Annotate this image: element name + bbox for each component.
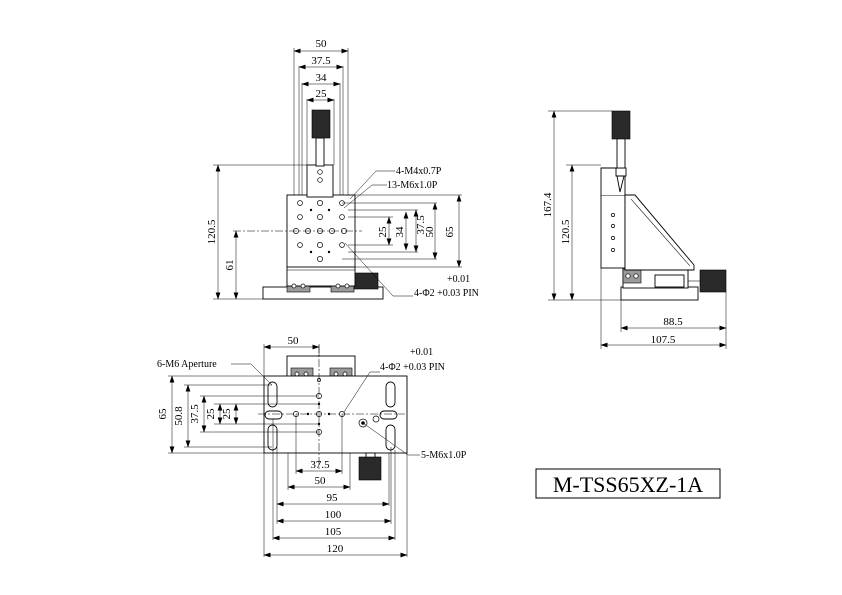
side-micrometer-knob	[611, 110, 631, 140]
front-dim-top-4: 25	[316, 88, 328, 100]
side-dim-left-2: 120.5	[560, 219, 572, 244]
slot-3	[385, 381, 396, 408]
top-dim-bottom-105: 105	[325, 526, 342, 538]
top-dim-bottom-95: 95	[327, 492, 339, 504]
top-dim-left-37-5: 37.5	[189, 404, 201, 424]
front-callout-m6: 13-M6x1.0P	[387, 180, 438, 191]
top-pin-tol: +0.01	[410, 347, 433, 358]
front-dim-left-2: 61	[224, 260, 236, 271]
side-view: 167.4 120.5 88.5 107.5	[542, 110, 727, 349]
top-thread-label: 5-M6x1.0P	[421, 450, 467, 461]
top-knob	[358, 456, 382, 481]
model-label-text: M-TSS65XZ-1A	[553, 472, 703, 497]
front-view: 50 37.5 34 25 120.5 61 25 34 37.5 50 65	[206, 38, 479, 300]
front-dim-right-1: 25	[377, 226, 389, 238]
front-dim-right-3: 37.5	[415, 215, 427, 235]
side-base-plate	[620, 286, 699, 301]
top-dim-bottom-120: 120	[327, 543, 344, 555]
side-dim-bottom-1: 88.5	[663, 316, 683, 328]
front-lower-stage	[286, 265, 356, 287]
front-pin-tol: +0.01	[447, 274, 470, 285]
top-pin-label: 4-Φ2 +0.03 PIN	[380, 362, 445, 373]
slot-2	[267, 424, 278, 451]
top-view: 50 6-M6 Aperture +0.01 4-Φ2 +0.03 PIN 5-…	[157, 335, 467, 558]
slot-1	[267, 381, 278, 408]
front-dim-right-2: 34	[394, 226, 406, 238]
top-dim-left-25a: 25	[205, 408, 217, 420]
slot-4	[385, 424, 396, 451]
top-dim-left-65: 65	[157, 408, 169, 420]
side-dim-bottom-2: 107.5	[651, 334, 676, 346]
aperture-label: 6-M6 Aperture	[157, 359, 217, 370]
front-micrometer-knob	[311, 109, 331, 139]
model-label-box	[535, 468, 721, 499]
model-label: M-TSS65XZ-1A	[535, 468, 721, 499]
front-dim-top-3: 34	[316, 72, 328, 84]
front-dim-left-1: 120.5	[206, 219, 218, 244]
side-vertical-plate	[600, 194, 626, 269]
front-dim-right-4: 50	[424, 226, 436, 238]
front-dim-top-1: 50	[316, 38, 328, 50]
front-dim-right-5: 65	[444, 226, 456, 238]
front-callout-m4: 4-M4x0.7P	[396, 166, 442, 177]
side-knob	[699, 269, 727, 293]
front-dim-top-2: 37.5	[311, 55, 331, 67]
top-dim-50: 50	[288, 335, 300, 347]
front-pin-label: 4-Φ2 +0.03 PIN	[414, 288, 479, 299]
front-micrometer-stem	[315, 137, 325, 167]
side-dim-left-1: 167.4	[542, 192, 554, 217]
top-dim-bottom-37-5: 37.5	[310, 459, 330, 471]
top-dim-bottom-50: 50	[315, 475, 327, 487]
top-dim-bottom-100: 100	[325, 509, 342, 521]
top-base-plate	[263, 375, 408, 454]
top-dim-left-25b: 25	[221, 408, 233, 420]
top-dim-left-50-8: 50.8	[173, 406, 185, 426]
